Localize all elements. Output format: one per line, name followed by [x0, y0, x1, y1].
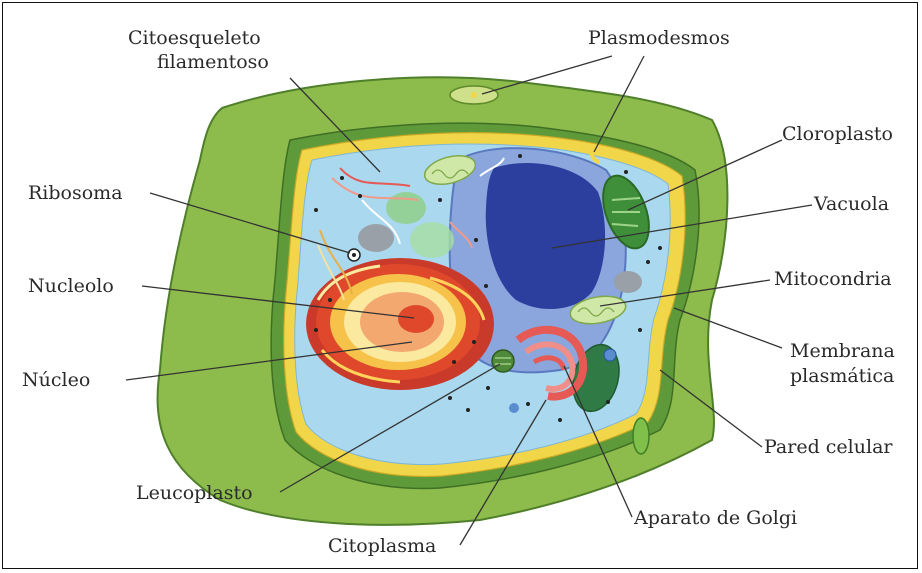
blue-vesicle [604, 349, 616, 361]
leucoplast [492, 350, 514, 372]
label-cloroplasto: Cloroplasto [782, 123, 893, 145]
label-citoesqueleto-line1: Citoesqueleto [128, 27, 261, 49]
label-nucleolo: Nucleolo [28, 275, 114, 297]
label-citoplasma: Citoplasma [328, 535, 436, 557]
gray-organelle [358, 224, 394, 252]
label-aparato-de-golgi: Aparato de Golgi [633, 507, 797, 529]
label-membrana-line1: Membrana [790, 340, 895, 362]
blue-vesicle-2 [509, 403, 519, 413]
label-membrana-line2: plasmática [790, 365, 894, 387]
label-citoesqueleto-line2: filamentoso [157, 51, 269, 73]
label-vacuola: Vacuola [813, 193, 889, 215]
ribosome-target [348, 249, 360, 261]
plasmodesma-dot [471, 92, 477, 98]
label-leucoplasto: Leucoplasto [136, 482, 253, 504]
wall-vesicle [633, 418, 649, 454]
green-cluster-2 [410, 222, 454, 258]
label-nucleo: Núcleo [22, 369, 90, 391]
label-pared-celular: Pared celular [764, 436, 893, 458]
green-cluster [386, 192, 426, 224]
label-mitocondria: Mitocondria [774, 268, 892, 290]
nucleolus [398, 305, 434, 333]
label-ribosoma: Ribosoma [28, 182, 123, 204]
gray-organelle-2 [614, 271, 642, 293]
label-plasmodesmos: Plasmodesmos [588, 27, 730, 49]
